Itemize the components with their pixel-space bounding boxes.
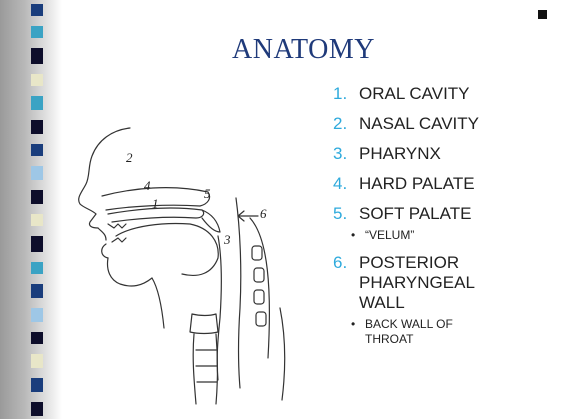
lower-lip: [102, 244, 108, 258]
list-item-nasal-cavity: 2. NASAL CAVITY: [333, 114, 489, 134]
item-label: PHARYNX: [359, 144, 489, 164]
vertebra: [252, 246, 262, 260]
decor-square: [31, 190, 43, 204]
diagram-label: 5: [204, 186, 211, 201]
item-number: 5.: [333, 204, 347, 224]
list-item-hard-palate: 4. HARD PALATE: [333, 174, 489, 194]
trachea-right: [216, 334, 218, 404]
corner-square: [538, 10, 547, 19]
list-item-soft-palate: 5. SOFT PALATE: [333, 204, 489, 224]
bullet: •: [351, 317, 355, 332]
item-number: 4.: [333, 174, 347, 194]
sub-item-label: BACK WALL OF THROAT: [365, 317, 453, 346]
diagram-label: 4: [144, 178, 151, 193]
item-label: POSTERIOR PHARYNGEAL WALL: [359, 253, 489, 313]
neck-front: [152, 278, 164, 328]
item-label: ORAL CAVITY: [359, 84, 489, 104]
diagram-label: 6: [260, 206, 267, 221]
slide-title: ANATOMY: [232, 34, 375, 66]
diagram-label: 1: [152, 196, 159, 211]
list-item: 2. NASAL CAVITY: [333, 114, 489, 134]
anatomy-sketch-svg: 2 4 1 5 3 6: [72, 118, 302, 408]
item-label: HARD PALATE: [359, 174, 489, 194]
spine-outline: [250, 218, 269, 358]
list-item: 4. HARD PALATE: [333, 174, 489, 194]
item-number: 2.: [333, 114, 347, 134]
pharynx-back: [236, 198, 241, 388]
teeth-upper: [108, 224, 126, 228]
decor-square: [31, 4, 43, 16]
diagram-label: 2: [126, 150, 133, 165]
decor-square: [31, 262, 43, 274]
anatomy-list: 1. ORAL CAVITY 2. NASAL CAVITY 3. PHARYN…: [333, 84, 489, 357]
decorative-square-strip: [31, 0, 43, 419]
item-number: 6.: [333, 253, 347, 273]
list-item-posterior-pharyngeal-wall: 6. POSTERIOR PHARYNGEAL WALL: [333, 253, 489, 313]
arrow-pointer: [238, 211, 258, 221]
list-item-oral-cavity: 1. ORAL CAVITY: [333, 84, 489, 104]
decor-square: [31, 144, 43, 156]
decor-square: [31, 308, 43, 322]
diagram-label: 3: [223, 232, 231, 247]
decor-square: [31, 354, 43, 368]
larynx: [190, 314, 218, 334]
list-item: 5. SOFT PALATE • “VELUM”: [333, 204, 489, 243]
decor-square: [31, 26, 43, 38]
teeth-lower: [112, 238, 126, 242]
back-of-neck: [280, 308, 285, 400]
sub-item-back-wall: • BACK WALL OF THROAT: [333, 317, 465, 347]
decor-square: [31, 166, 43, 180]
list-item: 6. POSTERIOR PHARYNGEAL WALL • BACK WALL…: [333, 253, 489, 347]
skull-outline: [79, 128, 130, 214]
item-label: NASAL CAVITY: [359, 114, 489, 134]
tongue: [116, 224, 218, 276]
item-number: 3.: [333, 144, 347, 164]
nose-outline: [89, 214, 98, 228]
head-sagittal-sketch: 2 4 1 5 3 6: [72, 118, 302, 408]
vertebra: [256, 312, 266, 326]
decor-square: [31, 236, 43, 252]
trachea-left: [193, 334, 196, 404]
decor-square: [31, 48, 43, 64]
list-item: 3. PHARYNX: [333, 144, 489, 164]
decor-square: [31, 96, 43, 110]
item-label: SOFT PALATE: [359, 204, 489, 224]
list-item: 1. ORAL CAVITY: [333, 84, 489, 104]
decor-square: [31, 214, 43, 226]
vertebra: [254, 268, 264, 282]
decor-square: [31, 332, 43, 344]
soft-palate: [202, 210, 220, 232]
decor-square: [31, 402, 43, 416]
decor-square: [31, 284, 43, 298]
decor-square: [31, 120, 43, 134]
bullet: •: [351, 228, 355, 243]
decor-square: [31, 74, 43, 86]
vertebra: [254, 290, 264, 304]
decor-square: [31, 378, 43, 392]
sub-item-label: “VELUM”: [365, 228, 414, 242]
item-number: 1.: [333, 84, 347, 104]
sub-item-velum: • “VELUM”: [333, 228, 489, 243]
upper-lip: [98, 228, 106, 240]
list-item-pharynx: 3. PHARYNX: [333, 144, 489, 164]
chin: [108, 258, 153, 286]
